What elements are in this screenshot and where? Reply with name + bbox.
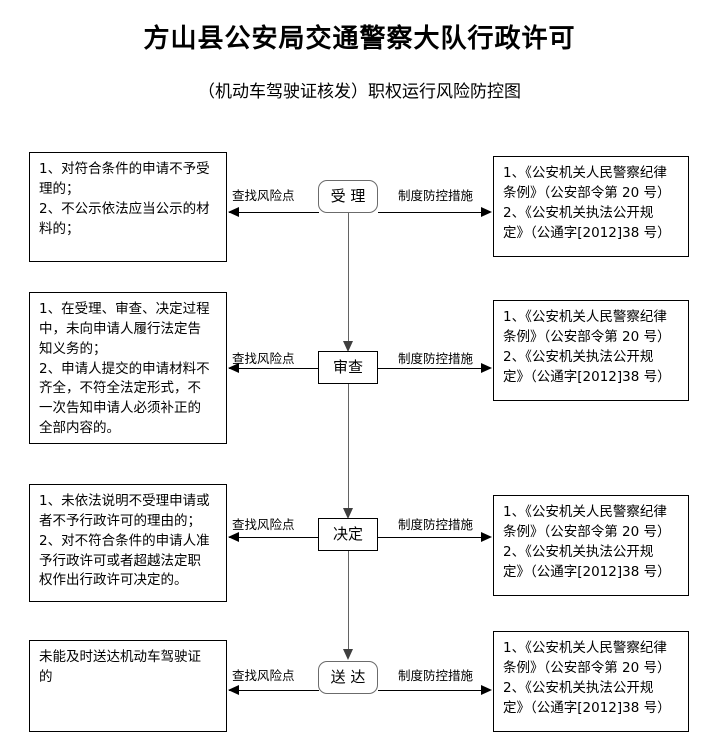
stage-node-shencha[interactable]: 审查 — [318, 351, 378, 384]
measure-edge-label-row-1: 制度防控措施 — [398, 188, 474, 203]
page-subtitle: （机动车驾驶证核发）职权运行风险防控图 — [198, 82, 521, 102]
risk-arrowhead-row-3 — [228, 531, 239, 542]
measure-arrowhead-row-3 — [481, 531, 492, 542]
measure-arrowhead-row-4 — [481, 684, 492, 695]
risk-arrowhead-row-2 — [228, 362, 239, 373]
flow-arrowhead-2-3 — [343, 508, 353, 519]
measure-connector-row-2 — [378, 368, 483, 369]
risk-box-row-4: 未能及时送达机动车驾驶证 的 — [29, 640, 227, 732]
risk-connector-row-1 — [229, 212, 319, 213]
risk-edge-label-row-3: 查找风险点 — [232, 517, 295, 532]
measure-text-row-2: 1、《公安机关人民警察纪律 条例》（公安部令第 20 号） 2、《公安机关执法公… — [503, 309, 671, 385]
risk-arrowhead-row-1 — [228, 206, 239, 217]
measure-edge-label-row-4: 制度防控措施 — [398, 668, 474, 683]
risk-connector-row-2 — [229, 368, 319, 369]
measure-connector-row-1 — [378, 212, 483, 213]
risk-text-row-1: 1、对符合条件的申请不予受 理的； 2、不公示依法应当公示的材 料的； — [39, 161, 210, 237]
measure-connector-row-3 — [378, 537, 483, 538]
risk-box-row-2: 1、在受理、审查、决定过程 中，未向申请人履行法定告 知义务的； 2、申请人提交… — [29, 292, 227, 444]
page-title: 方山县公安局交通警察大队行政许可 — [143, 24, 576, 54]
flow-connector-2-3 — [348, 384, 349, 510]
measure-text-row-3: 1、《公安机关人民警察纪律 条例》（公安部令第 20 号） 2、《公安机关执法公… — [503, 504, 671, 580]
stage-label-jueding: 决定 — [332, 525, 363, 543]
risk-text-row-2: 1、在受理、审查、决定过程 中，未向申请人履行法定告 知义务的； 2、申请人提交… — [39, 301, 210, 437]
flow-connector-1-2 — [348, 213, 349, 343]
stage-label-shencha: 审查 — [332, 358, 363, 376]
stage-label-shouli: 受 理 — [330, 187, 366, 205]
measure-text-row-1: 1、《公安机关人民警察纪律 条例》（公安部令第 20 号） 2、《公安机关执法公… — [503, 165, 671, 241]
measure-edge-label-row-2: 制度防控措施 — [398, 351, 474, 366]
risk-connector-row-3 — [229, 537, 319, 538]
risk-edge-label-row-1: 查找风险点 — [232, 188, 295, 203]
risk-arrowhead-row-4 — [228, 684, 239, 695]
risk-text-row-3: 1、未依法说明不受理申请或 者不予行政许可的理由的； 2、对不符合条件的申请人准… — [39, 493, 210, 589]
risk-text-row-4: 未能及时送达机动车驾驶证 的 — [39, 649, 201, 685]
measure-connector-row-4 — [378, 690, 483, 691]
stage-node-songda[interactable]: 送 达 — [318, 661, 378, 694]
measure-edge-label-row-3: 制度防控措施 — [398, 517, 474, 532]
measure-box-row-3: 1、《公安机关人民警察纪律 条例》（公安部令第 20 号） 2、《公安机关执法公… — [493, 495, 689, 596]
measure-box-row-4: 1、《公安机关人民警察纪律 条例》（公安部令第 20 号） 2、《公安机关执法公… — [493, 631, 689, 732]
measure-box-row-1: 1、《公安机关人民警察纪律 条例》（公安部令第 20 号） 2、《公安机关执法公… — [493, 156, 689, 257]
risk-box-row-1: 1、对符合条件的申请不予受 理的； 2、不公示依法应当公示的材 料的； — [29, 152, 227, 262]
measure-box-row-2: 1、《公安机关人民警察纪律 条例》（公安部令第 20 号） 2、《公安机关执法公… — [493, 300, 689, 401]
stage-label-songda: 送 达 — [330, 668, 366, 686]
flow-arrowhead-3-4 — [343, 649, 353, 660]
measure-arrowhead-row-2 — [481, 362, 492, 373]
stage-node-shouli[interactable]: 受 理 — [318, 180, 378, 213]
flow-arrowhead-1-2 — [343, 341, 353, 352]
risk-connector-row-4 — [229, 690, 319, 691]
flow-connector-3-4 — [348, 551, 349, 651]
measure-arrowhead-row-1 — [481, 206, 492, 217]
stage-node-jueding[interactable]: 决定 — [318, 518, 378, 551]
measure-text-row-4: 1、《公安机关人民警察纪律 条例》（公安部令第 20 号） 2、《公安机关执法公… — [503, 640, 671, 716]
risk-box-row-3: 1、未依法说明不受理申请或 者不予行政许可的理由的； 2、对不符合条件的申请人准… — [29, 484, 227, 602]
risk-edge-label-row-2: 查找风险点 — [232, 351, 295, 366]
risk-edge-label-row-4: 查找风险点 — [232, 668, 295, 683]
